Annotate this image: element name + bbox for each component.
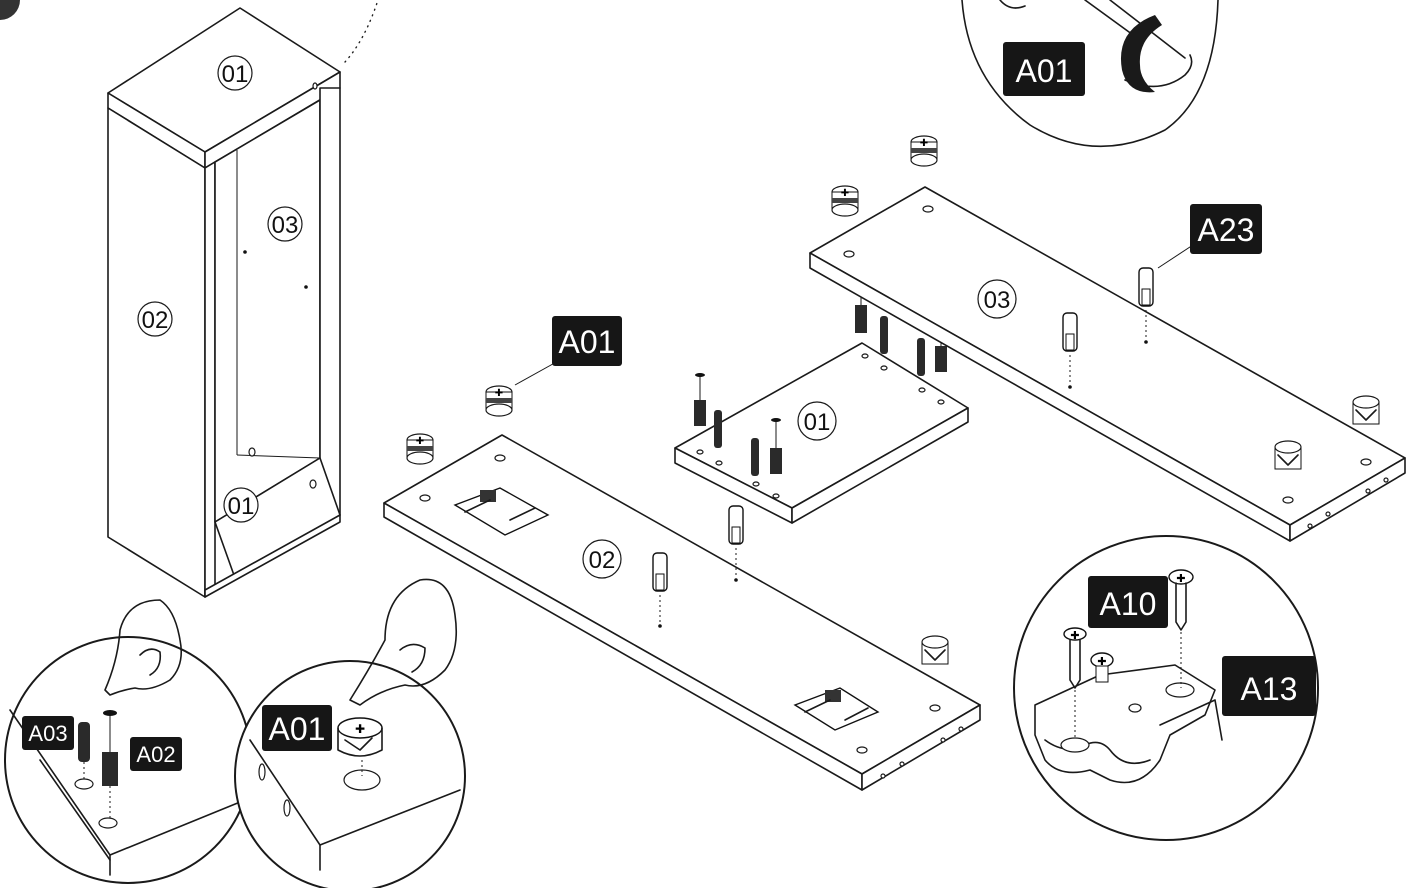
shelf-pin-board02-b (728, 505, 744, 545)
svg-text:✚: ✚ (495, 388, 503, 399)
svg-text:01: 01 (222, 61, 249, 88)
svg-text:A10: A10 (1100, 586, 1157, 622)
svg-text:02: 02 (589, 547, 616, 574)
cam-lock-board03-d (1352, 395, 1380, 425)
detail-circle-cam-turn: A01 (961, 0, 1219, 148)
svg-text:01: 01 (228, 493, 255, 520)
svg-text:✚: ✚ (355, 722, 365, 736)
svg-text:✚: ✚ (416, 436, 424, 447)
svg-text:A01: A01 (559, 324, 616, 360)
cam-lock-board02-c (921, 635, 949, 665)
svg-text:A02: A02 (136, 742, 175, 767)
shelf-pin-board03-a (1062, 312, 1078, 352)
cam-lock-board03-c (1274, 440, 1302, 470)
board-03-callout: A23 (1157, 204, 1262, 269)
svg-text:03: 03 (984, 287, 1011, 314)
cam-lock-board03-a: ✚ (831, 185, 859, 217)
panel-label-back: 03 (267, 206, 303, 242)
detail-br-callout-screw: A10 (1088, 576, 1168, 628)
svg-text:A01: A01 (1016, 53, 1073, 89)
hinge-plate-board02-b (793, 687, 880, 731)
shelf-pin-board02-a (652, 552, 668, 592)
board-02-label: 02 (582, 539, 622, 579)
detail-bl-callout-bolt: A02 (130, 737, 182, 771)
svg-text:✚: ✚ (1070, 630, 1079, 642)
page-corner-marker (0, 0, 20, 20)
panel-label-top: 01 (217, 55, 253, 91)
svg-text:01: 01 (804, 409, 831, 436)
svg-text:A01: A01 (269, 711, 326, 747)
svg-text:✚: ✚ (841, 188, 849, 199)
detail-br-callout-hinge: A13 (1222, 656, 1316, 716)
detail-circle-bolt-dowel (4, 599, 252, 884)
cam-lock-board02-b: ✚ (485, 385, 513, 417)
detail-bl-callout-dowel: A03 (22, 716, 74, 750)
svg-text:A03: A03 (28, 721, 67, 746)
detail-bm-callout: A01 (262, 705, 332, 751)
panel-label-side: 02 (137, 301, 173, 337)
shelf-pin-board03-b (1138, 267, 1154, 307)
panel-label-bottom: 01 (223, 487, 259, 523)
cabinet-carcass (107, 0, 379, 598)
svg-text:A13: A13 (1241, 671, 1298, 707)
svg-text:✚: ✚ (1097, 656, 1106, 668)
svg-text:A23: A23 (1198, 212, 1255, 248)
svg-text:✚: ✚ (1176, 573, 1185, 585)
svg-text:✚: ✚ (920, 138, 928, 149)
hinge-plate-board02-a (453, 487, 550, 536)
board-01-label: 01 (797, 401, 837, 441)
board-03 (809, 186, 1406, 542)
board-03-label: 03 (977, 279, 1017, 319)
svg-text:03: 03 (272, 212, 299, 239)
svg-text:02: 02 (142, 307, 169, 334)
board-02 (383, 434, 981, 791)
board-02-callout: A01 (514, 316, 622, 386)
cam-lock-board02-a: ✚ (406, 433, 434, 465)
cam-lock-board03-b: ✚ (910, 135, 938, 167)
